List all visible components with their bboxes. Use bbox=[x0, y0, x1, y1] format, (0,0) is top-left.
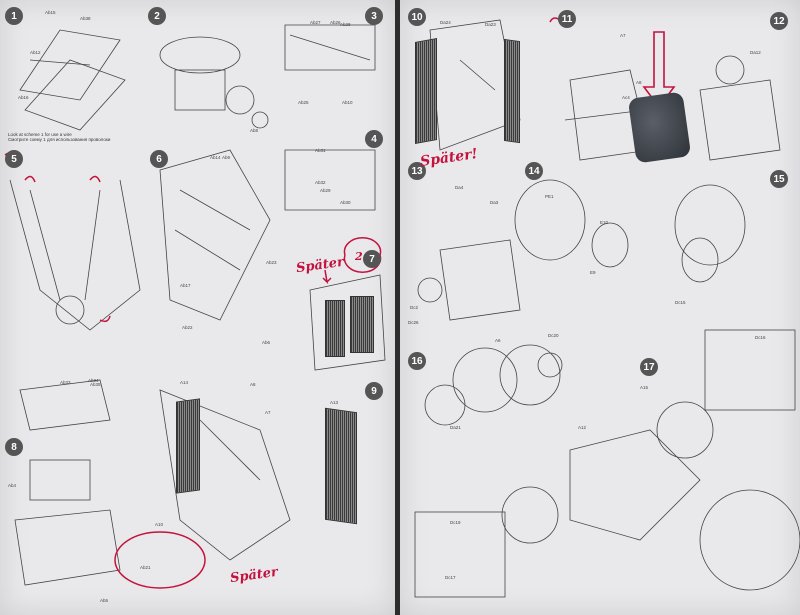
wire-note-line-ru: Смотрите схему 1 для использования прово… bbox=[8, 137, 111, 142]
instruction-page-left: 1 2 3 4 5 6 7 8 9 Look at scheme 1 for u… bbox=[0, 0, 395, 615]
step-number: 3 bbox=[365, 7, 383, 25]
wire-note-line-en: Look at scheme 1 for use a wire bbox=[8, 132, 72, 137]
step-number: 14 bbox=[525, 162, 543, 180]
part-label: Da4 bbox=[455, 185, 464, 190]
part-label: Dc16 bbox=[755, 335, 766, 340]
part-label: Ab14 bbox=[210, 155, 221, 160]
part-label: Da23 bbox=[485, 22, 496, 27]
motor-photo bbox=[627, 91, 692, 164]
wire-note: Look at scheme 1 for use a wire Смотрите… bbox=[8, 132, 138, 142]
part-label: E10 bbox=[600, 220, 609, 225]
step-number: 2 bbox=[148, 7, 166, 25]
part-label: Ab23 bbox=[266, 260, 277, 265]
part-label: Ac4 bbox=[622, 95, 630, 100]
radiator-panel bbox=[415, 38, 437, 144]
step-number: 9 bbox=[365, 382, 383, 400]
part-label: Ab27 bbox=[310, 20, 321, 25]
part-label: A12 bbox=[578, 425, 587, 430]
step-number: 8 bbox=[5, 438, 23, 456]
part-label: Dc17 bbox=[445, 575, 456, 580]
part-label: Da24 bbox=[440, 20, 451, 25]
part-label: A8 bbox=[636, 80, 642, 85]
part-label: Da21 bbox=[450, 425, 461, 430]
part-label: Ab26 bbox=[330, 20, 341, 25]
instruction-page-right: 10 11 12 13 14 15 16 17 Später! Da24 Da2… bbox=[400, 0, 800, 615]
part-label: Ab38 bbox=[80, 16, 91, 21]
radiator-panel bbox=[325, 407, 357, 525]
part-label: Ab22 bbox=[182, 325, 193, 330]
step-number: 11 bbox=[558, 10, 576, 28]
step-number: 12 bbox=[770, 12, 788, 30]
part-label: Ab21 bbox=[140, 565, 151, 570]
part-label: A15 bbox=[640, 385, 649, 390]
part-label: E9 bbox=[590, 270, 596, 275]
part-label: Ab6 bbox=[262, 340, 271, 345]
part-label: Dc20 bbox=[548, 333, 559, 338]
part-label: A13 bbox=[330, 400, 339, 405]
part-label: Ab33 bbox=[60, 380, 71, 385]
step-number: 7 bbox=[363, 250, 381, 268]
radiator-panel bbox=[350, 296, 374, 353]
part-label: Ab15 bbox=[45, 10, 56, 15]
radiator-panel bbox=[504, 38, 520, 144]
part-label: Dc19 bbox=[450, 520, 461, 525]
part-label: Da12 bbox=[750, 50, 761, 55]
step-number: 10 bbox=[408, 8, 426, 26]
step-number: 17 bbox=[640, 358, 658, 376]
part-label: Ab32 bbox=[315, 180, 326, 185]
part-label: Dc2 bbox=[410, 305, 419, 310]
step-number: 16 bbox=[408, 352, 426, 370]
part-label: Dc15 bbox=[675, 300, 686, 305]
part-label: A10 bbox=[155, 522, 164, 527]
part-label: Dc26 bbox=[408, 320, 419, 325]
part-label: A7 bbox=[620, 33, 626, 38]
part-label: Ab16 bbox=[18, 95, 29, 100]
part-label: Ab10 bbox=[342, 100, 353, 105]
part-label: PE1 bbox=[545, 194, 554, 199]
step-number: 13 bbox=[408, 162, 426, 180]
part-label: Ab17 bbox=[180, 283, 191, 288]
part-label: A7 bbox=[265, 410, 271, 415]
part-label: A8 bbox=[250, 382, 256, 387]
step-number: 6 bbox=[150, 150, 168, 168]
part-label: Ab12 bbox=[30, 50, 41, 55]
part-label: Ab30 bbox=[340, 200, 351, 205]
step-number: 4 bbox=[365, 130, 383, 148]
part-label: Ab35 bbox=[90, 382, 101, 387]
part-label: Ab8 bbox=[250, 128, 259, 133]
part-label: Ab29 bbox=[320, 188, 331, 193]
radiator-panel bbox=[325, 300, 345, 357]
part-label: A14 bbox=[180, 380, 189, 385]
step-number: 5 bbox=[5, 150, 23, 168]
part-label: Ab31 bbox=[315, 148, 326, 153]
radiator-panel bbox=[176, 398, 200, 494]
part-label: Ab5 bbox=[100, 598, 109, 603]
part-label: Ab25 bbox=[298, 100, 309, 105]
part-label: Ab28 bbox=[340, 22, 351, 27]
part-label: Ab9 bbox=[222, 155, 231, 160]
part-label: Ab34 bbox=[88, 378, 99, 383]
step-number: 1 bbox=[5, 7, 23, 25]
step-number: 15 bbox=[770, 170, 788, 188]
annotation-circled-number: 2 bbox=[355, 250, 363, 263]
part-label: Ab4 bbox=[8, 483, 17, 488]
part-label: A6 bbox=[495, 338, 501, 343]
part-label: Da3 bbox=[490, 200, 499, 205]
